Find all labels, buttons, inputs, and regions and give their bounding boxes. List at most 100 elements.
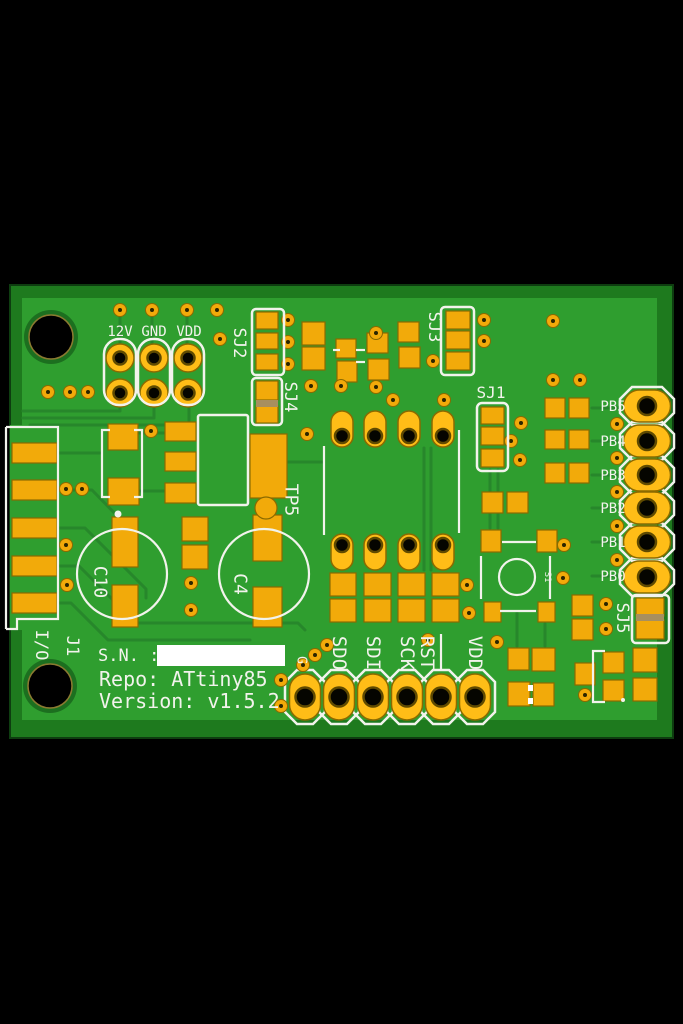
power-header-pad-hole xyxy=(112,350,128,366)
bottom-header-pad-hole xyxy=(430,686,452,708)
inductor-pad xyxy=(107,423,139,451)
bottom-header-pad-silk-octagon xyxy=(283,668,327,726)
pb-header-pad-hole xyxy=(636,497,658,519)
dip8-pad-hole xyxy=(366,427,384,445)
sj3-pad xyxy=(445,330,471,350)
sj4-pad xyxy=(255,405,279,424)
diode-pad xyxy=(532,682,555,707)
via-hole xyxy=(309,384,313,388)
dip8-pad-hole xyxy=(333,536,351,554)
via-hole xyxy=(615,490,619,494)
resistor-pad xyxy=(568,397,590,419)
label-j1: J1 xyxy=(62,636,82,656)
via-hole xyxy=(431,359,435,363)
via-hole xyxy=(313,653,317,657)
via-hole xyxy=(189,608,193,612)
sj3-outline xyxy=(439,305,476,377)
mounting-hole xyxy=(27,663,73,709)
quad-pad xyxy=(336,360,358,383)
resistor-pad xyxy=(397,321,420,343)
label-sj1: SJ1 xyxy=(477,383,506,402)
resistor-pad xyxy=(301,321,326,346)
sj5-solder-bridge xyxy=(636,614,664,621)
via-hole xyxy=(467,611,471,615)
s1-pad xyxy=(536,529,558,553)
sj4-outline xyxy=(250,376,284,427)
j1-edge-pad xyxy=(11,555,58,577)
label-c10: C10 xyxy=(90,566,111,599)
via-hole xyxy=(118,308,122,312)
label-sj5: SJ5 xyxy=(612,603,632,634)
resistor-pad xyxy=(301,346,326,371)
inductor-bracket xyxy=(100,428,110,499)
via-hole xyxy=(615,524,619,528)
label-sdi: SDI xyxy=(362,636,384,670)
sj4-pad xyxy=(255,380,279,401)
isp-pad xyxy=(329,598,357,623)
label-gnd: GND xyxy=(141,324,166,340)
label-sdo: SDO xyxy=(328,636,350,670)
sj2-pad xyxy=(255,332,279,350)
label-s1: S1 xyxy=(542,572,552,583)
label-version: Version: v1.5.2 xyxy=(99,689,280,713)
s1-button-circle xyxy=(497,557,537,597)
resistor-pad xyxy=(507,647,530,671)
power-header-pad-hole xyxy=(180,350,196,366)
isp-pad xyxy=(431,572,460,597)
transistor-pad xyxy=(602,679,625,702)
resistor-pad xyxy=(544,397,566,419)
sj2-pad xyxy=(255,311,279,330)
sj2-pad xyxy=(255,353,279,371)
regulator-pad xyxy=(164,421,197,442)
mounting-hole xyxy=(28,314,74,360)
via-hole xyxy=(561,576,565,580)
label-serial: S.N. : xyxy=(98,646,159,666)
transistor-pad xyxy=(602,651,625,674)
pb-header-pad-silk-octagon xyxy=(618,385,676,427)
via-hole xyxy=(189,581,193,585)
via-hole xyxy=(215,308,219,312)
via-hole xyxy=(519,421,523,425)
bottom-header-pad-hole xyxy=(328,686,350,708)
label-sck: SCK xyxy=(396,636,418,671)
s1-pad xyxy=(537,601,556,623)
isp-pad xyxy=(363,572,392,597)
power-header-outline xyxy=(136,337,172,407)
sj1-outline xyxy=(475,401,510,473)
power-header-outline xyxy=(102,337,138,407)
via-hole xyxy=(80,487,84,491)
power-header-pad-hole xyxy=(112,385,128,401)
j1-edge-pad xyxy=(11,442,58,464)
pb-header-pad-hole xyxy=(636,464,658,486)
pb-header-pad-hole xyxy=(636,395,658,417)
sj3-pad xyxy=(445,351,471,371)
via-hole xyxy=(64,543,68,547)
inductor-bracket xyxy=(134,428,144,499)
label-pb4: PB4 xyxy=(600,434,625,450)
isp-pad xyxy=(397,598,426,623)
via-hole xyxy=(604,602,608,606)
resistor-pad xyxy=(181,544,209,570)
isp-pad xyxy=(431,598,460,623)
via-hole xyxy=(615,456,619,460)
power-header-outline xyxy=(170,337,206,407)
via-hole xyxy=(279,678,283,682)
label-12v: 12V xyxy=(107,324,133,340)
via-hole xyxy=(279,704,283,708)
via-hole xyxy=(551,319,555,323)
via-hole xyxy=(465,583,469,587)
sj5-pad xyxy=(635,619,665,640)
dip8-pad-hole xyxy=(366,536,384,554)
regulator-outline xyxy=(196,413,250,507)
via-hole xyxy=(426,638,430,642)
c10-pad xyxy=(111,516,139,568)
label-sj3: SJ3 xyxy=(424,312,444,343)
pb-header-pad-hole xyxy=(636,566,658,588)
sj5-outline xyxy=(630,593,671,645)
via-hole xyxy=(86,390,90,394)
silk-dot xyxy=(621,698,625,702)
via-hole xyxy=(482,339,486,343)
via-hole xyxy=(301,663,305,667)
